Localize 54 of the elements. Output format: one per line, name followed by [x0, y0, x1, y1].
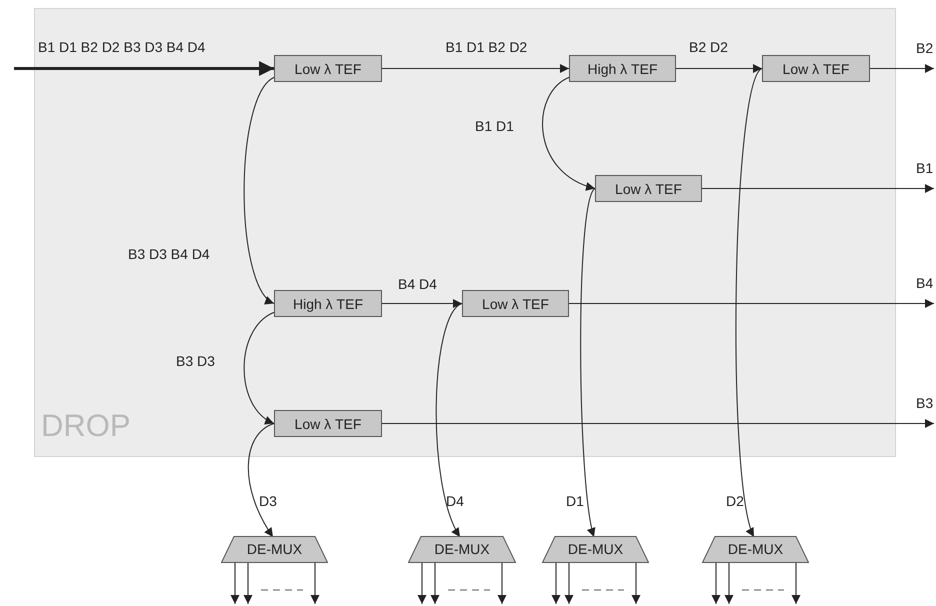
- demux-trapezoid: DE-MUX: [702, 536, 809, 563]
- edge-label: B1 D1: [475, 118, 514, 134]
- arrow: [430, 562, 440, 604]
- filter-box: Low λ TEF: [595, 175, 702, 202]
- edge-label: B2 D2: [689, 38, 728, 54]
- arrow: [712, 562, 720, 604]
- filter-box: High λ TEF: [274, 290, 382, 317]
- edge-label: B2: [916, 40, 934, 56]
- filter-box: Low λ TEF: [462, 290, 569, 317]
- arrow: [382, 299, 462, 308]
- filter-box: High λ TEF: [569, 55, 676, 82]
- arrow: [564, 562, 574, 604]
- edge-label: D2: [726, 493, 744, 509]
- arrow: [14, 61, 274, 76]
- arrow: [248, 423, 274, 538]
- edge-label: B3 D3 B4 D4: [128, 246, 210, 262]
- arrow: [244, 312, 276, 424]
- edge-label: B3 D3: [176, 353, 215, 369]
- arrow: [580, 188, 596, 538]
- arrow: [382, 419, 934, 428]
- edge-label: B3: [916, 394, 934, 410]
- arrow: [230, 562, 240, 604]
- arrow: [724, 562, 734, 604]
- arrow: [676, 64, 762, 73]
- arrow: [568, 299, 934, 308]
- drop-region-panel: [34, 8, 896, 457]
- arrow: [498, 562, 506, 604]
- edge-label: B1 D1 B2 D2 B3 D3 B4 D4: [38, 38, 206, 54]
- edge-label: D4: [446, 493, 464, 509]
- arrow: [382, 64, 570, 73]
- edge-label: D1: [566, 493, 584, 509]
- filter-box: Low λ TEF: [762, 55, 870, 82]
- arrow: [870, 64, 934, 73]
- edge-label: B1 D1 B2 D2: [446, 38, 528, 54]
- demux-trapezoid: DE-MUX: [408, 536, 516, 563]
- arrow: [702, 184, 934, 193]
- filter-box: Low λ TEF: [274, 410, 382, 437]
- edge-label: D3: [259, 493, 277, 509]
- filter-box: Low λ TEF: [274, 55, 382, 82]
- arrow: [552, 562, 560, 604]
- arrow: [542, 76, 596, 190]
- arrow: [735, 68, 762, 538]
- arrow: [418, 562, 426, 604]
- edge-label: B4: [916, 274, 934, 290]
- arrow: [436, 303, 462, 538]
- arrow: [244, 76, 276, 304]
- arrow: [632, 562, 640, 604]
- demux-trapezoid: DE-MUX: [221, 536, 328, 563]
- arrow: [792, 562, 800, 604]
- arrow: [244, 562, 252, 604]
- demux-trapezoid: DE-MUX: [542, 536, 649, 563]
- edge-label: B4 D4: [398, 276, 437, 292]
- edge-label: B1: [916, 160, 934, 176]
- arrow: [310, 562, 320, 604]
